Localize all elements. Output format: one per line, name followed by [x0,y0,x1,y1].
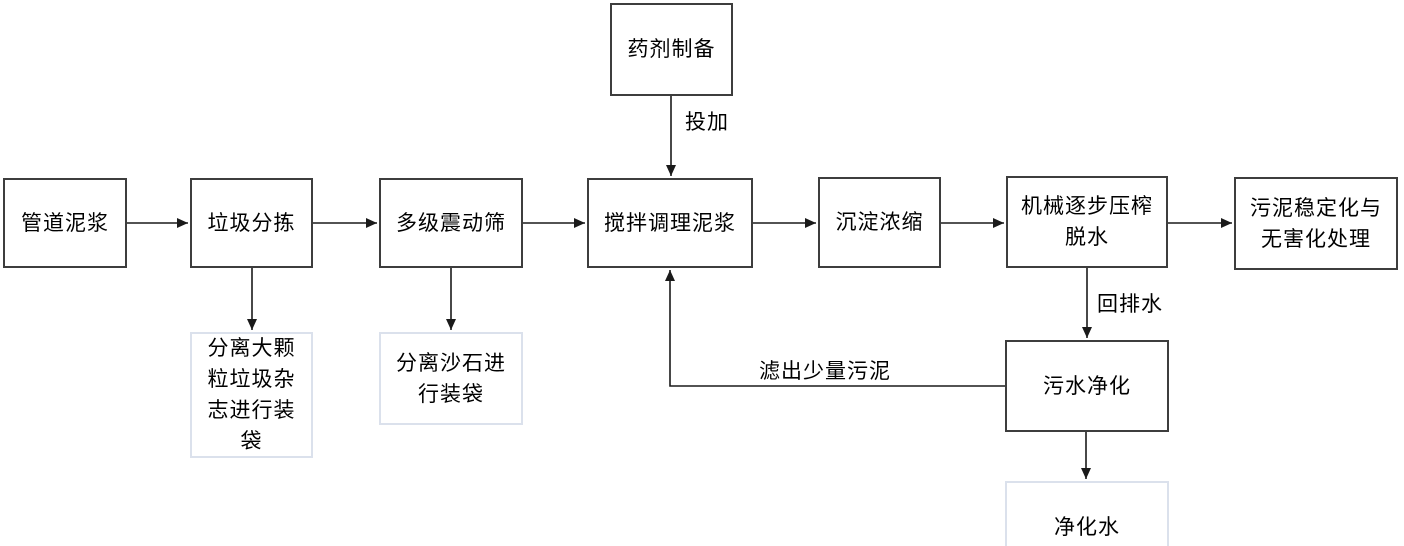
node-label: 垃圾分拣 [207,211,296,235]
node-label: 管道泥浆 [21,211,109,235]
node-label: 药剂制备 [627,38,716,61]
node-label: 污泥稳定化与 无害化处理 [1250,196,1382,251]
node-sand-gravel-bagging: 分离沙石进 行装袋 [379,332,523,425]
node-multistage-vibrating-screen: 多级震动筛 [379,178,523,268]
node-label: 污水净化 [1043,374,1131,398]
node-label: 净化水 [1054,515,1120,539]
node-mechanical-press-dewatering: 机械逐步压榨 脱水 [1006,176,1168,268]
node-label: 分离大颗 粒垃圾杂 志进行装 袋 [207,337,296,453]
edge-label-filtered-sludge: 滤出少量污泥 [757,360,893,384]
edge-label-return-water: 回排水 [1095,293,1165,317]
node-chemical-preparation: 药剂制备 [610,3,733,96]
node-purified-water: 净化水 [1005,481,1169,546]
node-label: 分离沙石进 行装袋 [396,351,506,406]
node-label: 搅拌调理泥浆 [604,211,736,235]
connector-purification-to-mixing-feedback [665,270,1005,387]
node-mix-conditioning-sludge: 搅拌调理泥浆 [587,178,753,268]
node-sludge-stabilization: 污泥稳定化与 无害化处理 [1234,177,1398,270]
edge-label-dosing: 投加 [683,111,731,135]
node-large-particle-bagging: 分离大颗 粒垃圾杂 志进行装 袋 [190,332,313,458]
node-sewage-purification: 污水净化 [1005,340,1169,432]
node-label: 沉淀浓缩 [835,211,924,234]
node-label: 机械逐步压榨 脱水 [1021,195,1153,249]
node-garbage-sorting: 垃圾分拣 [190,178,313,268]
node-sedimentation-thickening: 沉淀浓缩 [818,177,941,268]
node-pipeline-sludge: 管道泥浆 [3,178,127,268]
node-label: 多级震动筛 [396,211,506,235]
